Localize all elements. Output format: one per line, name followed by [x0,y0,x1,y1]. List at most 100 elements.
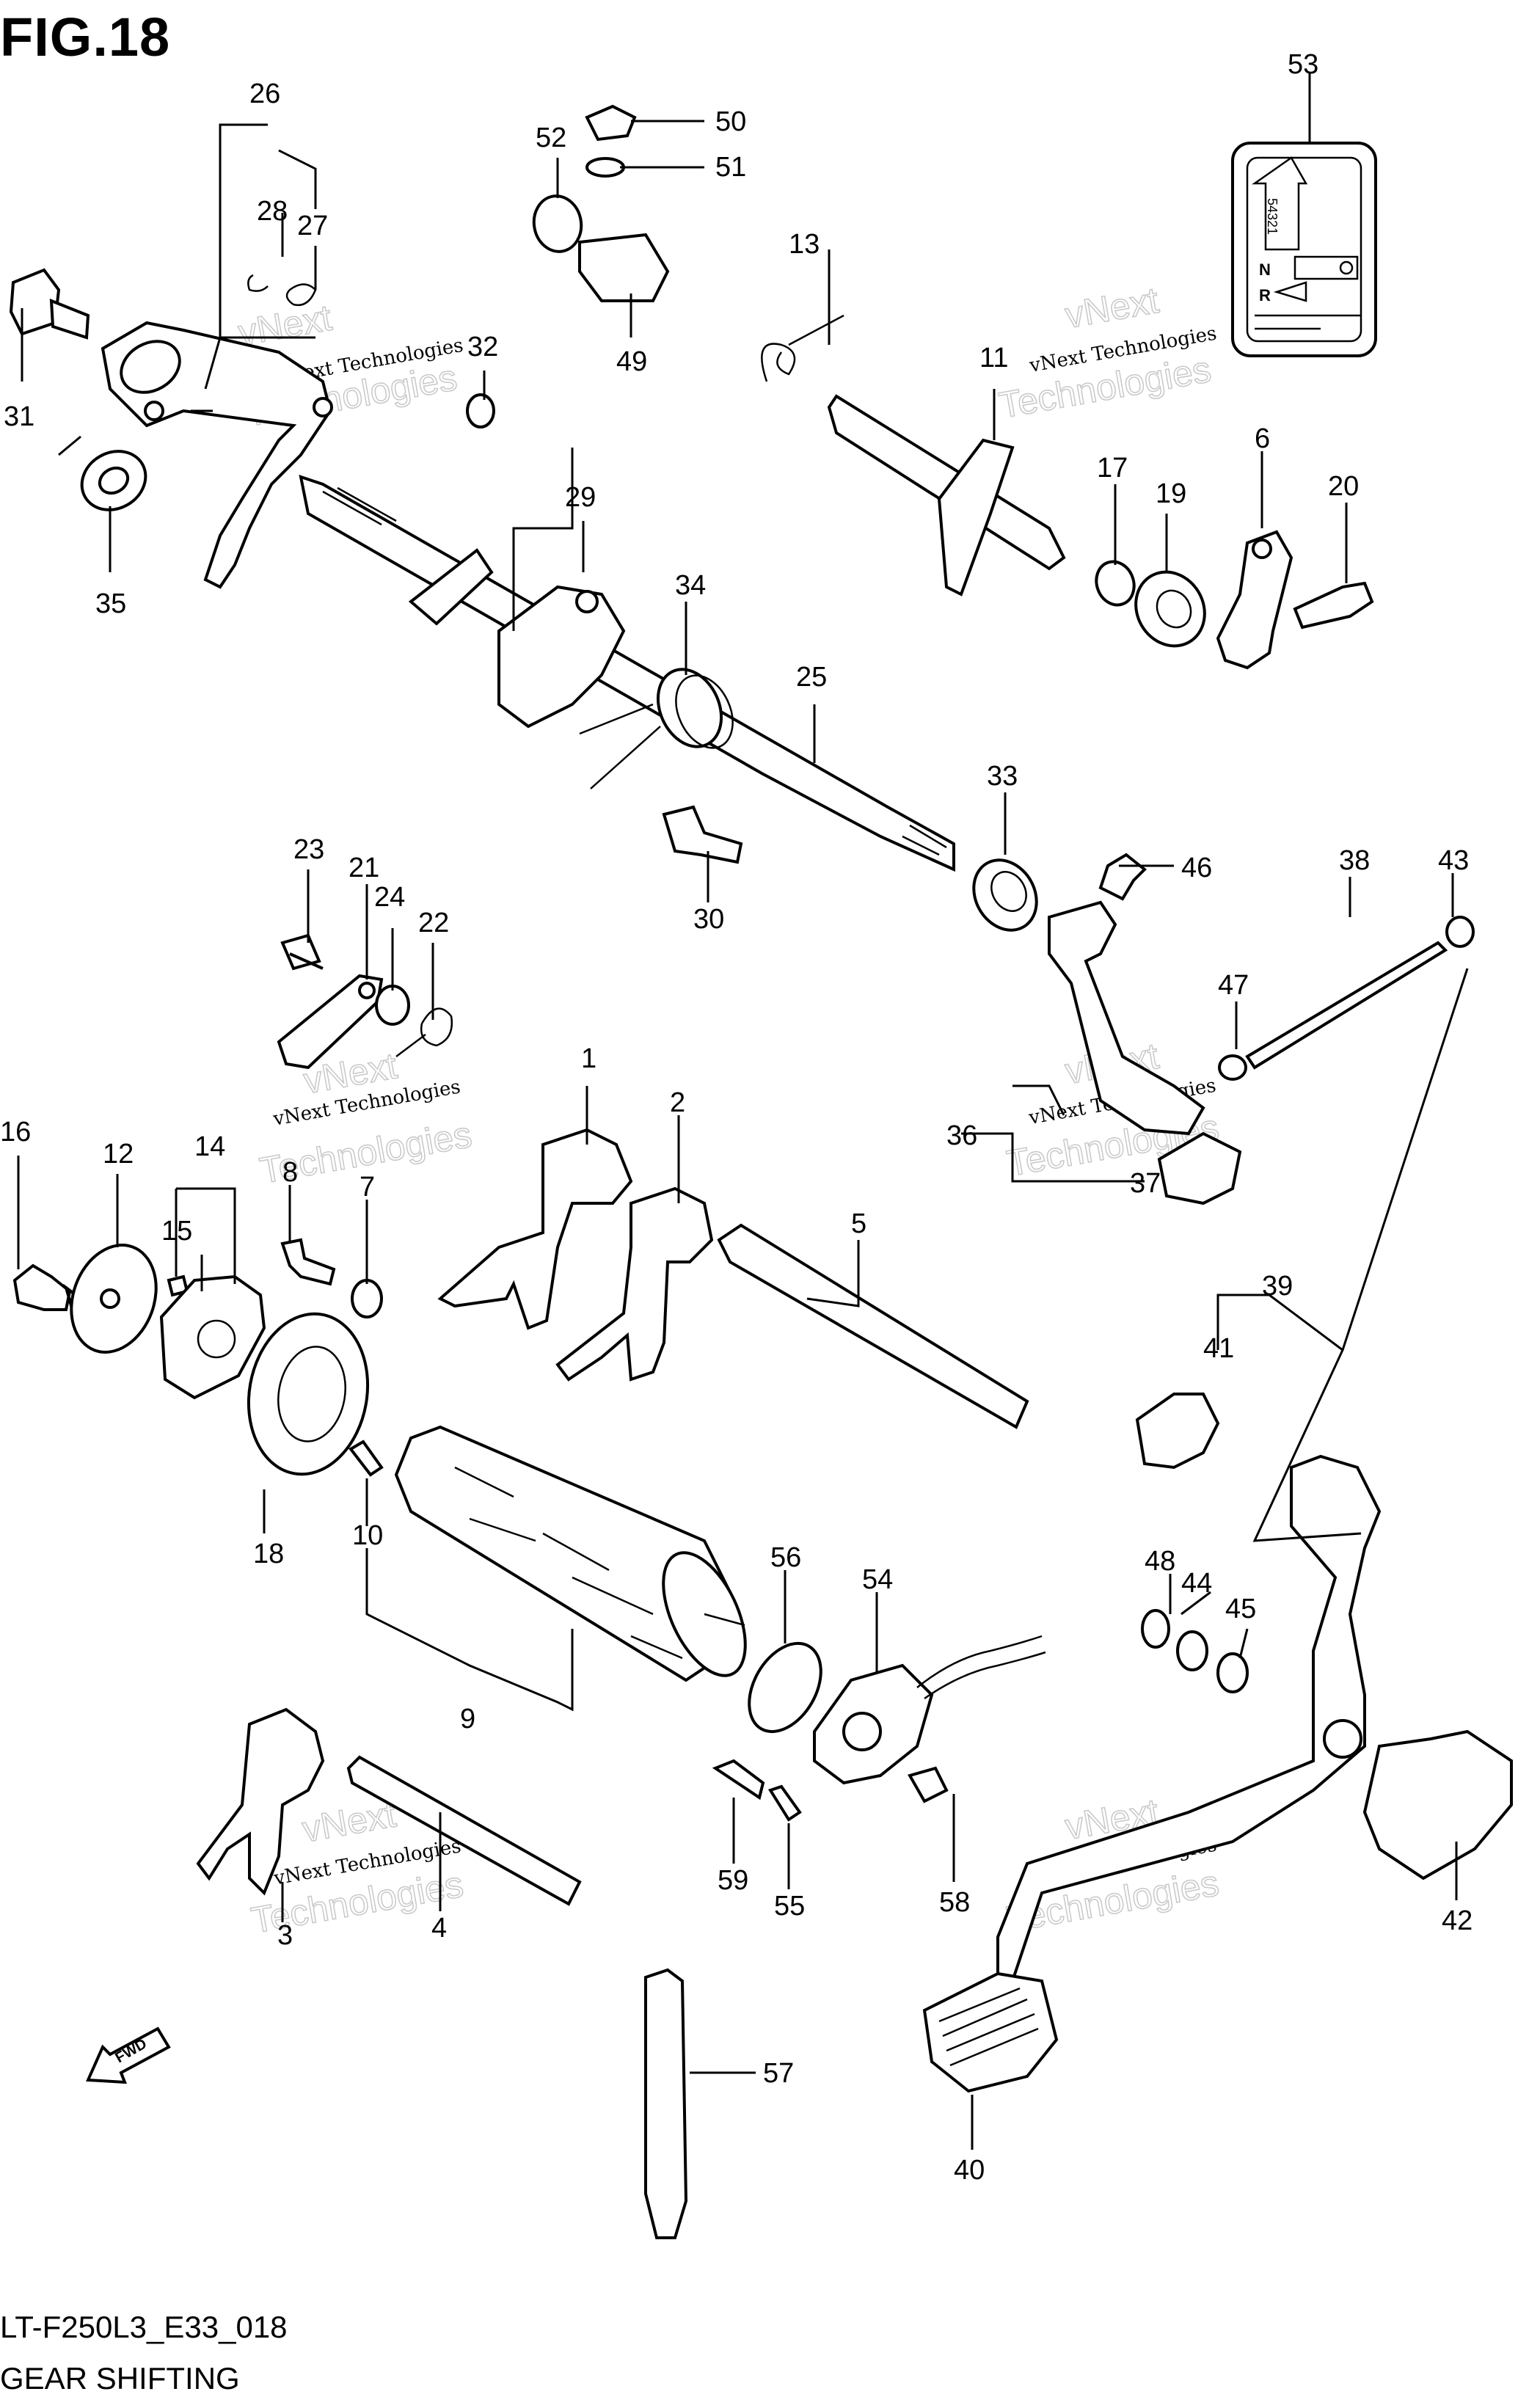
callout-5: 5 [851,1208,866,1239]
shift-shaft [299,475,955,872]
callout-28: 28 [257,196,288,227]
shaft-splines [322,486,947,856]
figure-title: FIG.18 [0,7,171,68]
callout-47: 47 [1218,970,1249,1001]
callout-38: 38 [1339,845,1370,876]
screw-8 [280,1238,336,1286]
bolt-20 [1293,581,1374,630]
stopper-14 [159,1274,266,1400]
callout-50: 50 [715,106,746,137]
bolt-58 [907,1766,949,1803]
spring-34 [579,668,734,789]
callout-57: 57 [763,2058,794,2089]
callout-labels: 1 2 3 4 5 6 8 7 9 10 11 12 13 14 15 16 1… [0,49,1473,2186]
o-ring-56 [748,1641,822,1734]
callout-21: 21 [349,853,379,883]
bolt-30 [662,805,743,864]
switch-54-hole [842,1712,882,1751]
callout-33: 33 [987,761,1018,792]
callout-40: 40 [954,2155,985,2186]
watermark-3: vNext Technologies vNext Technologies [256,1044,475,1192]
decal-gears-text: 54321 [1265,198,1280,235]
figure-code: LT-F250L3_E33_018 [0,2310,288,2344]
pedal-39 [996,1454,1382,1991]
callout-9: 9 [460,1704,475,1734]
plate-21-hole [358,982,376,999]
callout-22: 22 [418,908,449,938]
callout-23: 23 [293,834,324,865]
callout-18: 18 [253,1539,284,1569]
right-top-parts [761,314,1374,670]
arm-6-hole [1252,539,1272,559]
rod-36 [1048,900,1205,1136]
arm-hole [144,401,164,421]
callout-7: 7 [360,1172,375,1203]
callout-12: 12 [103,1139,134,1170]
callout-8: 8 [282,1157,298,1188]
callout-59: 59 [718,1865,748,1896]
figure-caption: GEAR SHIFTING [0,2361,240,2396]
shaft-11 [827,394,1066,571]
middle-left-parts [12,933,453,1477]
decal-n-box [1293,255,1359,280]
spring-22 [395,1007,453,1057]
callout-35: 35 [95,588,126,619]
fwd-arrow-icon: FWD [86,2026,171,2084]
clamp-57 [644,1968,688,2239]
callout-48: 48 [1145,1546,1175,1577]
gear-position-parts [532,104,670,302]
stopper-14-hole [197,1319,236,1359]
shaft-11-arm [937,438,1015,596]
washer-32 [466,393,495,428]
callout-13: 13 [789,229,820,260]
callout-46: 46 [1181,853,1212,883]
spring-27 [285,283,317,307]
callout-44: 44 [1181,1568,1212,1599]
fork-3 [196,1707,325,1896]
washer-51 [585,157,625,178]
bearing-18 [247,1312,370,1476]
callout-10: 10 [352,1520,383,1551]
callout-27: 27 [297,211,328,241]
callout-52: 52 [536,123,566,153]
spring-13 [761,314,844,382]
shift-forks [196,1128,1029,1906]
callout-53: 53 [1288,49,1318,80]
callout-29: 29 [565,482,596,513]
switch-54-wire [916,1635,1046,1700]
callout-41: 41 [1203,1333,1234,1364]
oil-seal-33 [972,858,1038,932]
leader-lines [17,73,1469,2150]
callout-15: 15 [161,1216,192,1247]
callout-43: 43 [1438,845,1469,876]
callout-49: 49 [616,346,647,377]
bearing-19 [1134,570,1206,648]
callout-24: 24 [374,882,405,913]
switch-parts [644,1635,1046,2239]
arm-6 [1216,530,1293,670]
rod-38 [1245,941,1448,1070]
screw-23 [280,933,324,971]
callout-11: 11 [979,343,1008,373]
callout-37: 37 [1130,1168,1161,1199]
washer-24 [375,985,410,1026]
plate-12 [70,1244,158,1354]
shift-cam-lever [408,548,494,626]
callout-55: 55 [774,1891,805,1922]
decal-n-dot [1339,260,1354,275]
callout-58: 58 [939,1887,970,1918]
washer-35 [80,450,147,511]
switch-49 [578,233,670,302]
callout-42: 42 [1442,1905,1473,1936]
spring-59 [712,1759,765,1800]
fork-2 [555,1186,714,1382]
svg-text:vNext: vNext [1062,280,1162,336]
decal-reverse: R [1259,286,1271,304]
arm-boss [120,340,181,394]
callout-17: 17 [1097,453,1128,484]
washer-7 [351,1279,383,1318]
decal-lines [1255,281,1361,330]
callout-25: 25 [796,662,827,693]
shaft-5 [717,1223,1029,1429]
